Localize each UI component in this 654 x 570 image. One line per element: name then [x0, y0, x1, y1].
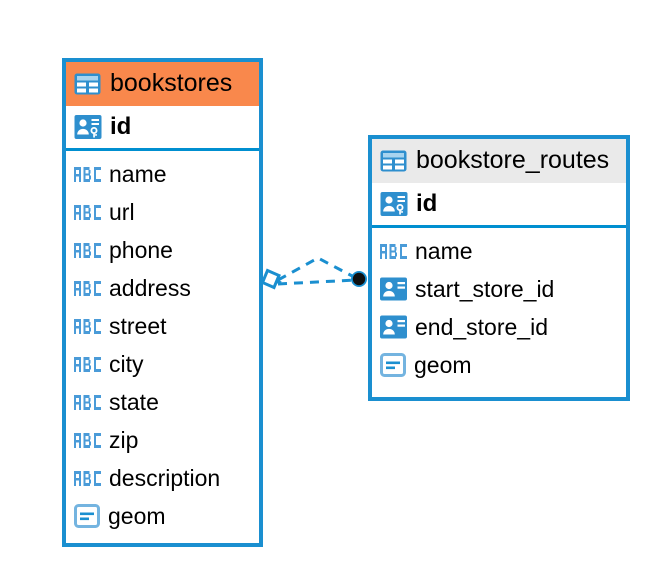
abc-text-icon: [74, 318, 101, 334]
table-icon: [74, 73, 101, 94]
field-row-address[interactable]: address: [66, 269, 259, 307]
geometry-icon: [74, 504, 100, 528]
field-row-primary-key[interactable]: id: [66, 106, 259, 151]
relationship-branch-upper: [277, 256, 357, 282]
field-row-start-store-id[interactable]: start_store_id: [372, 270, 626, 308]
filled-circle-marker: [351, 271, 367, 287]
diamond-marker: [260, 268, 282, 290]
abc-text-icon: [74, 470, 101, 486]
field-list-bookstores: name url: [66, 151, 259, 535]
field-list-bookstore-routes: name start_store_id: [372, 228, 626, 384]
field-label-id: id: [416, 190, 438, 217]
field-row-geom[interactable]: geom: [66, 497, 259, 535]
field-label-name: name: [109, 160, 167, 187]
relationship-branch-lower: [277, 278, 357, 286]
field-row-primary-key[interactable]: id: [372, 183, 626, 228]
field-row-url[interactable]: url: [66, 193, 259, 231]
field-row-state[interactable]: state: [66, 383, 259, 421]
abc-text-icon: [74, 432, 101, 448]
foreign-key-icon: [380, 315, 407, 339]
abc-text-icon: [74, 280, 101, 296]
field-row-end-store-id[interactable]: end_store_id: [372, 308, 626, 346]
field-label-name: name: [415, 237, 473, 264]
field-row-name[interactable]: name: [372, 232, 626, 270]
field-label-start-store-id: start_store_id: [415, 275, 555, 302]
primary-key-icon: [74, 115, 102, 139]
relationship-connector[interactable]: [258, 248, 370, 306]
primary-key-icon: [380, 192, 408, 216]
field-row-zip[interactable]: zip: [66, 421, 259, 459]
abc-text-icon: [74, 356, 101, 372]
abc-text-icon: [380, 243, 407, 259]
field-row-city[interactable]: city: [66, 345, 259, 383]
entity-bookstore-routes[interactable]: bookstore_routes id: [368, 135, 630, 401]
field-label-phone: phone: [109, 236, 173, 263]
abc-text-icon: [74, 394, 101, 410]
field-label-zip: zip: [109, 426, 139, 453]
abc-text-icon: [74, 242, 101, 258]
field-label-street: street: [109, 312, 167, 339]
table-icon: [380, 150, 407, 171]
entity-header-bookstore-routes[interactable]: bookstore_routes: [372, 139, 626, 183]
field-row-name[interactable]: name: [66, 155, 259, 193]
abc-text-icon: [74, 204, 101, 220]
field-label-state: state: [109, 388, 159, 415]
field-label-url: url: [109, 198, 135, 225]
field-label-geom: geom: [414, 351, 472, 378]
field-row-phone[interactable]: phone: [66, 231, 259, 269]
field-label-city: city: [109, 350, 144, 377]
field-row-description[interactable]: description: [66, 459, 259, 497]
entity-bookstores[interactable]: bookstores id: [62, 58, 263, 547]
geometry-icon: [380, 353, 406, 377]
field-label-end-store-id: end_store_id: [415, 313, 548, 340]
abc-text-icon: [74, 166, 101, 182]
field-label-address: address: [109, 274, 191, 301]
entity-title-bookstore-routes: bookstore_routes: [416, 146, 610, 174]
entity-title-bookstores: bookstores: [110, 69, 233, 97]
field-row-street[interactable]: street: [66, 307, 259, 345]
field-label-id: id: [110, 113, 132, 140]
field-row-geom[interactable]: geom: [372, 346, 626, 384]
foreign-key-icon: [380, 277, 407, 301]
field-label-description: description: [109, 464, 221, 491]
field-label-geom: geom: [108, 502, 166, 529]
entity-header-bookstores[interactable]: bookstores: [66, 62, 259, 106]
